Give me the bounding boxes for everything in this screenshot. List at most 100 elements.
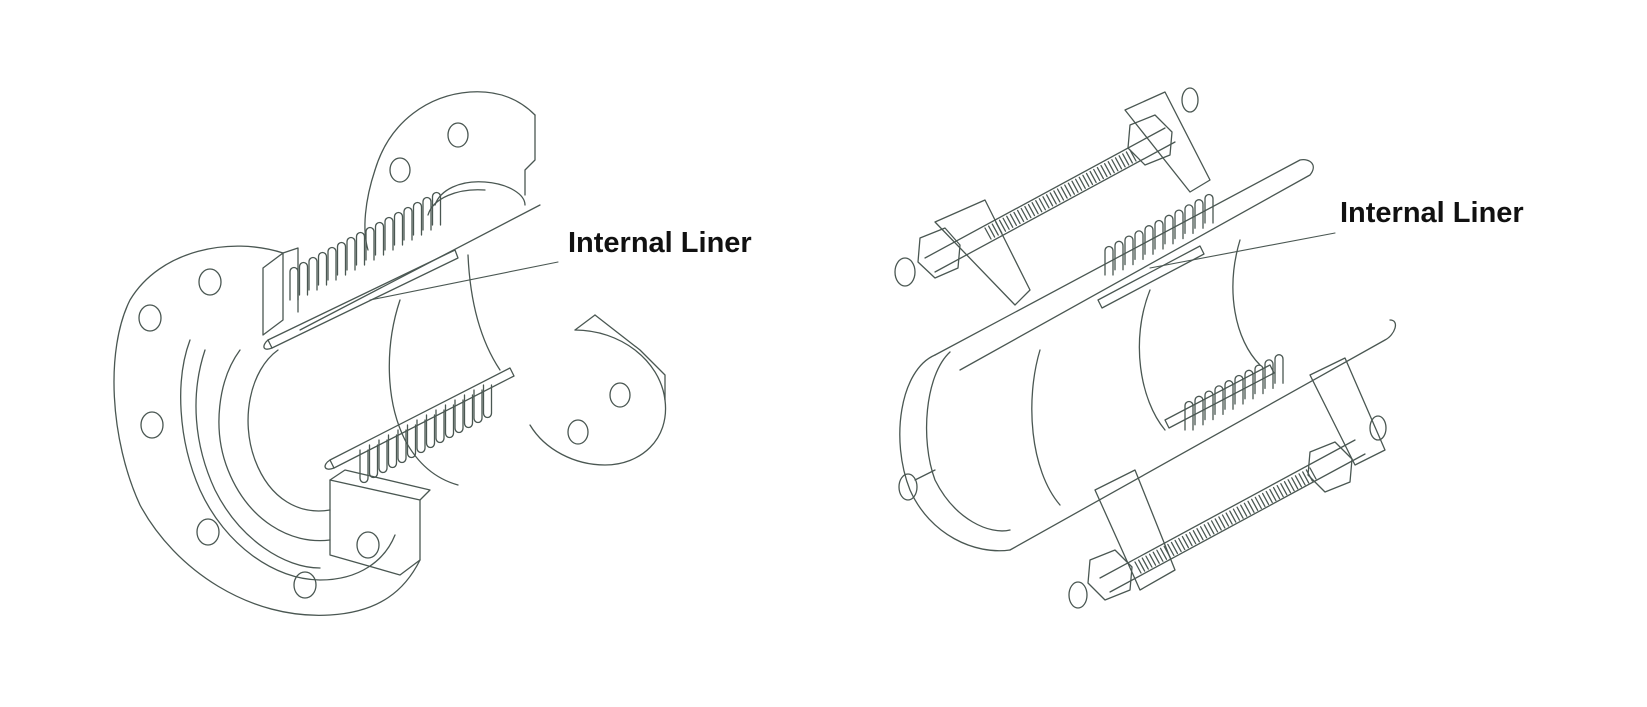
bellows-convolution <box>1184 204 1194 235</box>
rod-thread <box>1100 164 1108 178</box>
rod-thread <box>1159 547 1168 560</box>
bellows-convolution <box>1164 214 1174 245</box>
bellows-convolution <box>406 424 417 459</box>
bellows-convolution <box>289 266 299 301</box>
rod-thread <box>1291 477 1299 490</box>
lower-bellows <box>359 384 493 484</box>
rod-thread <box>1261 492 1270 506</box>
leader-line <box>369 261 559 301</box>
rod-thread <box>1020 207 1028 221</box>
hex-nut <box>1127 114 1173 166</box>
rod-thread <box>1240 504 1248 517</box>
bellows-convolution <box>1144 225 1154 255</box>
rod-thread <box>1053 190 1061 203</box>
rod-thread <box>1309 467 1317 480</box>
rod-thread <box>1294 475 1303 488</box>
rod-thread <box>1178 537 1186 551</box>
bellows-convolution <box>454 399 464 434</box>
bolt-hole <box>447 122 469 148</box>
rod-thread <box>1082 174 1090 187</box>
bellows-convolution <box>1224 380 1234 410</box>
bellows-convolution <box>435 409 445 444</box>
rod-thread <box>1199 526 1208 539</box>
bellows-convolution <box>1174 209 1184 240</box>
rod-thread <box>1122 153 1130 166</box>
bellows-convolution <box>1244 369 1254 400</box>
rod-thread <box>1254 496 1262 510</box>
rod-thread <box>1138 559 1146 572</box>
rod-thread <box>1056 188 1065 201</box>
rod-thread <box>1247 500 1255 513</box>
rod-thread <box>987 225 996 238</box>
bellows-convolution <box>1124 235 1134 266</box>
rod-thread <box>1283 481 1292 494</box>
pipe-shell <box>899 159 1397 552</box>
bellows-convolution <box>1114 240 1124 271</box>
rod-thread <box>1042 196 1050 209</box>
bellows-convolution <box>378 439 388 474</box>
rod-thread <box>1207 522 1215 535</box>
bellows-convolution <box>412 201 423 236</box>
bolt-hole <box>140 411 164 439</box>
rod-thread <box>1265 490 1273 504</box>
rod-thread <box>1006 215 1014 228</box>
rod-thread <box>1287 479 1295 492</box>
bolt-hole <box>196 518 220 546</box>
internal-liner-label: Internal Liner <box>568 227 752 259</box>
rod-thread <box>1093 168 1101 182</box>
rod-thread <box>1035 200 1043 213</box>
rod-thread <box>1167 543 1175 557</box>
bolt-hole <box>293 571 317 599</box>
bellows-convolution <box>403 206 413 241</box>
rod-thread <box>1229 510 1237 523</box>
bellows-convolution <box>422 196 432 231</box>
bellows-convolution <box>1254 364 1264 395</box>
bellows-convolution <box>355 231 366 266</box>
hex-nut <box>917 227 961 279</box>
rod-thread <box>1111 159 1119 172</box>
rod-thread <box>1031 202 1039 215</box>
bolt-hole <box>198 268 222 296</box>
rod-thread <box>1013 211 1021 225</box>
bellows-convolution <box>444 404 455 439</box>
rod-thread <box>1272 486 1281 500</box>
rod-thread <box>1236 506 1244 519</box>
bellows-convolution <box>1134 230 1144 261</box>
rod-thread <box>1145 555 1153 568</box>
rod-thread <box>1276 484 1284 498</box>
rod-thread <box>1064 184 1072 197</box>
rod-thread <box>1118 155 1126 168</box>
tie-rod-lower <box>898 357 1387 609</box>
flanged-expansion-joint <box>113 91 667 616</box>
bellows-convolution <box>327 246 337 281</box>
bellows-convolution <box>1204 193 1214 224</box>
bellows-convolution <box>317 251 328 286</box>
bellows-convolution <box>368 444 379 479</box>
bellows-convolution <box>463 394 474 429</box>
bellows-convolution <box>482 384 493 419</box>
rod-thread <box>1156 549 1164 562</box>
rod-thread <box>1074 178 1083 191</box>
rod-thread <box>1107 161 1115 174</box>
rod-thread <box>1078 176 1086 189</box>
bolt-hole <box>609 382 631 408</box>
rod-thread <box>1302 471 1310 484</box>
rod-thread <box>1016 209 1025 223</box>
upper-bellows <box>1104 193 1214 276</box>
rod-thread <box>991 223 999 236</box>
rod-thread <box>1085 172 1094 186</box>
bellows-convolution <box>359 449 369 484</box>
bellows-convolution <box>1104 245 1114 276</box>
rod-thread <box>1096 166 1105 180</box>
rod-thread <box>1045 194 1054 207</box>
bellows-convolution <box>1264 359 1274 390</box>
rod-thread <box>1027 203 1036 217</box>
internal-liner-label: Internal Liner <box>1340 197 1524 229</box>
bellows-convolution <box>1214 385 1224 416</box>
rod-thread <box>1049 192 1057 205</box>
rod-thread <box>1210 520 1219 533</box>
bellows-convolution <box>298 261 309 296</box>
bellows-convolution <box>1274 354 1284 384</box>
rod-thread <box>1071 180 1079 193</box>
rod-thread <box>1114 157 1123 170</box>
